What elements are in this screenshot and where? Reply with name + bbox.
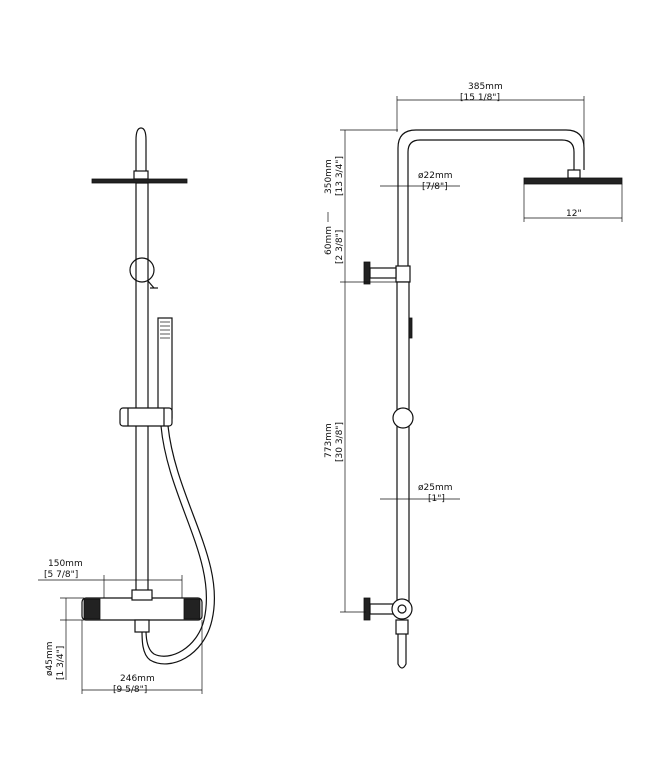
dim-25-mm: ø25mm	[418, 483, 453, 493]
front-diverter	[129, 257, 155, 283]
dim-773-inch: [30 3/8"]	[335, 422, 345, 462]
dim-150-mm: 150mm	[48, 559, 83, 569]
side-outlet	[395, 619, 409, 635]
dim-246-mm: 246mm	[120, 674, 155, 684]
side-joint	[395, 265, 411, 283]
dim-385-mm: 385mm	[468, 82, 503, 92]
front-outlet	[134, 619, 150, 633]
dim-45-mm: ø45mm	[45, 642, 55, 677]
dim-150-inch: [5 7/8"]	[44, 570, 78, 580]
dim-385-inch: [15 1/8"]	[460, 93, 500, 103]
front-valve-knob-left	[83, 598, 101, 620]
side-wall-bracket-bottom	[363, 597, 371, 621]
dim-60-inch: [2 3/8"]	[335, 230, 345, 264]
dim-25-inch: [1"]	[428, 494, 445, 504]
front-riser	[135, 182, 149, 596]
side-shower-head	[523, 177, 623, 185]
dim-350-mm: 350mm	[324, 159, 334, 194]
dim-22-mm: ø22mm	[418, 171, 453, 181]
dim-12-inch: 12"	[566, 209, 582, 219]
dim-350-inch: [13 3/4"]	[335, 156, 345, 196]
side-wall-bracket-top	[363, 261, 371, 285]
dim-60-mm: 60mm	[324, 226, 334, 255]
side-view: 385mm [15 1/8"] 12" ø22mm [7/8"] ø25mm […	[324, 82, 623, 669]
dim-45-inch: [1 3/4"]	[56, 646, 66, 680]
front-slide-bracket	[119, 407, 173, 427]
side-shower-arm	[397, 129, 585, 268]
side-riser	[396, 281, 410, 603]
dim-773-mm: 773mm	[324, 423, 334, 458]
front-view: 150mm [5 7/8"] 246mm [9 5/8"] ø45mm [1 3…	[38, 127, 216, 695]
front-arm-top	[135, 127, 147, 172]
front-valve-knob-right	[183, 598, 201, 620]
dim-246-inch: [9 5/8"]	[113, 685, 147, 695]
front-hand-shower	[157, 317, 173, 419]
dim-22-inch: [7/8"]	[422, 182, 448, 192]
side-slide-bracket	[392, 407, 414, 429]
front-hose	[141, 425, 216, 665]
side-valve	[391, 598, 413, 620]
